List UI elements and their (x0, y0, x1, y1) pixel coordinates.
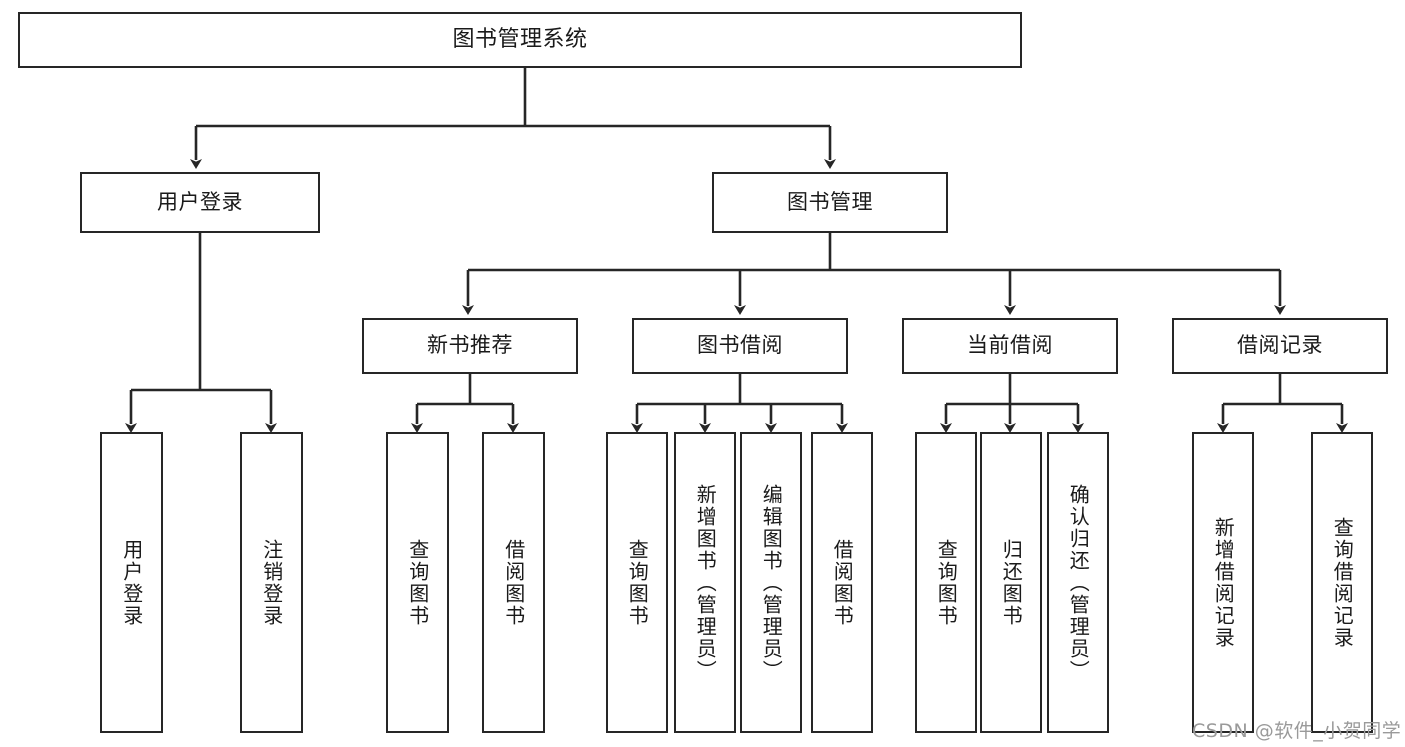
leaf-current-confirm-return-admin[interactable]: 确认归还（管理员） (1047, 432, 1109, 733)
leaf-borrow-edit-book-admin[interactable]: 编辑图书（管理员） (740, 432, 802, 733)
leaf-user-login-logout[interactable]: 注销登录 (240, 432, 303, 733)
leaf-borrow-query-book[interactable]: 查询图书 (606, 432, 668, 733)
node-new-book-recommend[interactable]: 新书推荐 (362, 318, 578, 374)
node-label: 查询图书 (934, 538, 959, 627)
node-user-login[interactable]: 用户登录 (80, 172, 320, 233)
node-label: 借阅图书 (501, 538, 526, 627)
leaf-recommend-query-book[interactable]: 查询图书 (386, 432, 449, 733)
node-book-borrow[interactable]: 图书借阅 (632, 318, 848, 374)
node-label: 图书管理 (787, 189, 873, 214)
leaf-user-login-login[interactable]: 用户登录 (100, 432, 163, 733)
node-label: 查询图书 (625, 538, 650, 627)
node-label: 编辑图书（管理员） (759, 483, 784, 682)
node-current-borrow[interactable]: 当前借阅 (902, 318, 1118, 374)
node-label: 图书管理系统 (452, 26, 588, 52)
node-root-library-system[interactable]: 图书管理系统 (18, 12, 1022, 68)
leaf-record-query-record[interactable]: 查询借阅记录 (1311, 432, 1373, 733)
leaf-borrow-borrow-book[interactable]: 借阅图书 (811, 432, 873, 733)
leaf-current-query-book[interactable]: 查询图书 (915, 432, 977, 733)
node-label: 图书借阅 (697, 333, 783, 358)
node-label: 借阅图书 (830, 538, 855, 627)
node-label: 归还图书 (999, 538, 1024, 627)
node-book-management[interactable]: 图书管理 (712, 172, 948, 233)
node-borrow-record[interactable]: 借阅记录 (1172, 318, 1388, 374)
node-label: 当前借阅 (967, 333, 1053, 358)
leaf-current-return-book[interactable]: 归还图书 (980, 432, 1042, 733)
leaf-recommend-borrow-book[interactable]: 借阅图书 (482, 432, 545, 733)
leaf-borrow-add-book-admin[interactable]: 新增图书（管理员） (674, 432, 736, 733)
node-label: 用户登录 (119, 538, 144, 627)
node-label: 借阅记录 (1237, 333, 1323, 358)
node-label: 用户登录 (157, 189, 243, 214)
csdn-watermark: CSDN @软件_小贺同学 (1192, 720, 1402, 742)
node-label: 注销登录 (259, 538, 284, 627)
node-label: 查询图书 (405, 538, 430, 627)
leaf-record-add-record[interactable]: 新增借阅记录 (1192, 432, 1254, 733)
node-label: 查询借阅记录 (1330, 516, 1355, 649)
node-label: 新书推荐 (427, 333, 513, 358)
node-label: 新增图书（管理员） (693, 483, 718, 682)
node-label: 新增借阅记录 (1211, 516, 1236, 649)
node-label: 确认归还（管理员） (1066, 483, 1091, 682)
